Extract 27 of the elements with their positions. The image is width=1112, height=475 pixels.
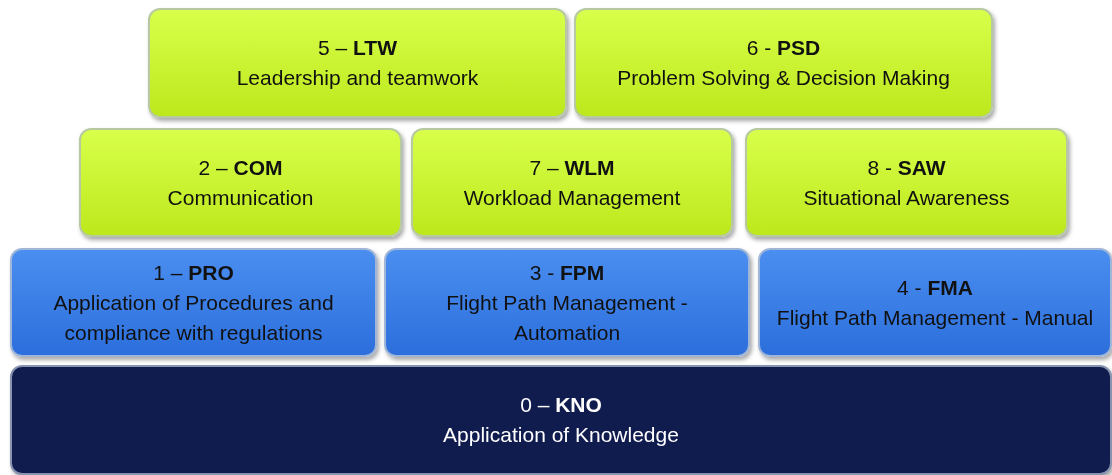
competency-code: 2 – COM [198, 154, 283, 181]
competency-box [148, 8, 567, 118]
competency-code: 8 - SAW [867, 154, 946, 181]
competency-code: 6 - PSD [746, 35, 821, 61]
competency-code: 7 – WLM [529, 154, 615, 181]
competency-name: Workload Management [463, 184, 681, 211]
competency-box [10, 365, 1112, 475]
competency-code: 5 – LTW [318, 35, 397, 61]
competency-code: 1 – PRO [153, 259, 234, 286]
competency-box [10, 248, 377, 357]
competency-name: Flight Path Management - Manual [776, 304, 1094, 331]
competency-name: Situational Awareness [803, 184, 1010, 211]
competency-name: Problem Solving & Decision Making [617, 65, 950, 91]
competency-code: 3 - FPM [529, 259, 605, 286]
competency-box [384, 248, 750, 357]
competency-code: 0 – KNO [520, 392, 602, 418]
competency-name: Communication [167, 184, 314, 211]
competency-box [758, 248, 1112, 357]
competency-name: Application of Procedures and compliance with regulations [52, 289, 335, 346]
competency-box [745, 128, 1068, 237]
competency-name: Application of Knowledge [443, 422, 679, 448]
competency-name: Flight Path Management - Automation [445, 289, 689, 346]
competency-box [79, 128, 402, 237]
competency-code: 4 - FMA [897, 274, 973, 301]
competency-box [574, 8, 993, 118]
competency-name: Leadership and teamwork [236, 65, 479, 91]
competency-box [411, 128, 733, 237]
